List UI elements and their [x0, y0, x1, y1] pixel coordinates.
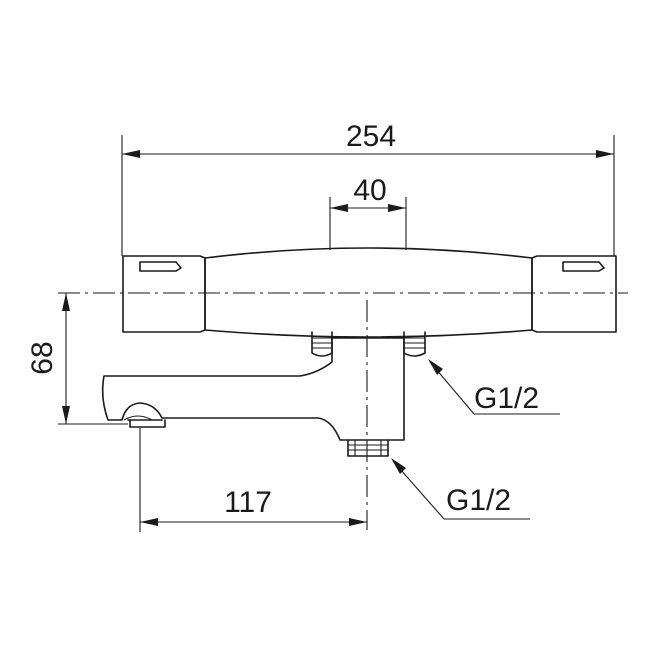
dimension-label-height: 68: [26, 341, 59, 374]
leader-lower-thread: G1/2: [391, 458, 530, 520]
dimension-height: 68: [26, 293, 128, 425]
dimension-label-spout-reach: 117: [224, 486, 272, 519]
dimension-overall-width: 254: [121, 120, 615, 256]
dimension-connection-spacing: 40: [329, 174, 407, 250]
thread-label-lower: G1/2: [446, 484, 511, 517]
right-handle: [531, 255, 617, 333]
mixer-body: [122, 247, 617, 338]
bath-spout: [101, 337, 405, 441]
dimension-label-connection-spacing: 40: [353, 174, 386, 207]
left-handle: [122, 255, 206, 333]
thread-label-upper: G1/2: [474, 382, 539, 415]
dimension-spout-reach: 117: [139, 428, 367, 532]
leader-upper-thread: G1/2: [428, 359, 560, 415]
outlet-connector: [347, 439, 389, 457]
dimension-label-overall-width: 254: [346, 120, 396, 153]
